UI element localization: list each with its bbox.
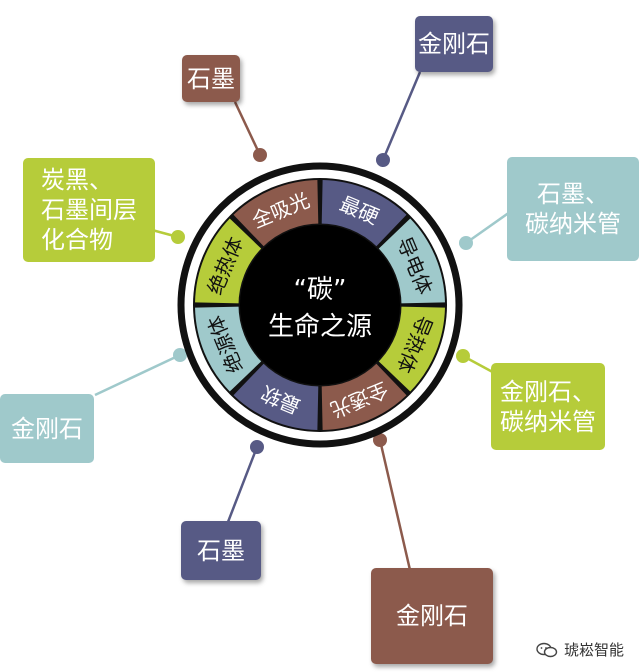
callout-jue-re: 炭黑、石墨间层化合物 (23, 158, 155, 262)
connector-zui-ying (381, 71, 422, 161)
ring-segment-quan-tou-guang (321, 362, 407, 430)
callout-line: 金刚石、 (500, 377, 596, 406)
callout-zui-ruan: 石墨 (181, 521, 261, 580)
connector-lines (94, 71, 511, 571)
callout-line: 炭黑、 (41, 166, 113, 194)
connector-dot-quan-tou-guang (373, 433, 387, 447)
connector-jue-yuan (94, 353, 181, 397)
callout-line: 石墨 (187, 64, 235, 93)
ring-segment-quan-xi-guang (233, 180, 319, 248)
connector-dao-dian (465, 210, 511, 245)
ring-segment-dao-re (377, 306, 445, 392)
callout-line: 碳纳米管 (525, 210, 621, 238)
center-title: “碳” (294, 275, 347, 305)
callout-dao-re: 金刚石、碳纳米管 (491, 363, 605, 450)
callout-zui-ying: 金刚石 (415, 16, 493, 72)
connector-zui-ruan (226, 446, 259, 523)
callout-line: 石墨间层 (41, 196, 137, 224)
center-subtitle: 生命之源 (268, 312, 372, 342)
callout-line: 化合物 (41, 226, 113, 254)
connector-dot-zui-ruan (250, 440, 264, 454)
connector-quan-xi-guang (233, 101, 262, 156)
connector-dot-jue-re (171, 230, 185, 244)
connector-dot-jue-yuan (173, 348, 187, 362)
connector-dot-quan-xi-guang (253, 148, 267, 162)
callout-dao-dian: 石墨、碳纳米管 (507, 157, 639, 261)
callout-line: 金刚石 (396, 602, 468, 630)
callout-line: 石墨、 (537, 180, 609, 208)
watermark: 琥崧智能 (536, 639, 624, 660)
callout-line: 碳纳米管 (500, 407, 596, 436)
center-disc: “碳” 生命之源 (240, 225, 400, 385)
ring-segment-jue-re (195, 218, 263, 304)
wechat-icon (536, 642, 558, 657)
connector-dot-zui-ying (376, 153, 390, 167)
watermark-text: 琥崧智能 (563, 641, 624, 659)
callout-jue-yuan: 金刚石 (0, 394, 94, 463)
callout-quan-tou-guang: 金刚石 (371, 568, 493, 664)
center-disc-circle (240, 225, 400, 385)
callout-line: 金刚石 (11, 414, 83, 443)
callout-line: 金刚石 (418, 30, 490, 58)
callout-quan-xi-guang: 石墨 (182, 55, 240, 102)
ring-segment-zui-ruan (233, 362, 319, 430)
connector-dot-dao-dian (459, 236, 473, 250)
ring-segment-jue-yuan (195, 306, 263, 392)
connector-quan-tou-guang (378, 439, 412, 571)
ring-segment-dao-dian (377, 218, 445, 304)
callout-line: 石墨 (197, 536, 245, 565)
connector-dot-dao-re (456, 349, 470, 363)
ring-segment-zui-ying (321, 180, 407, 248)
